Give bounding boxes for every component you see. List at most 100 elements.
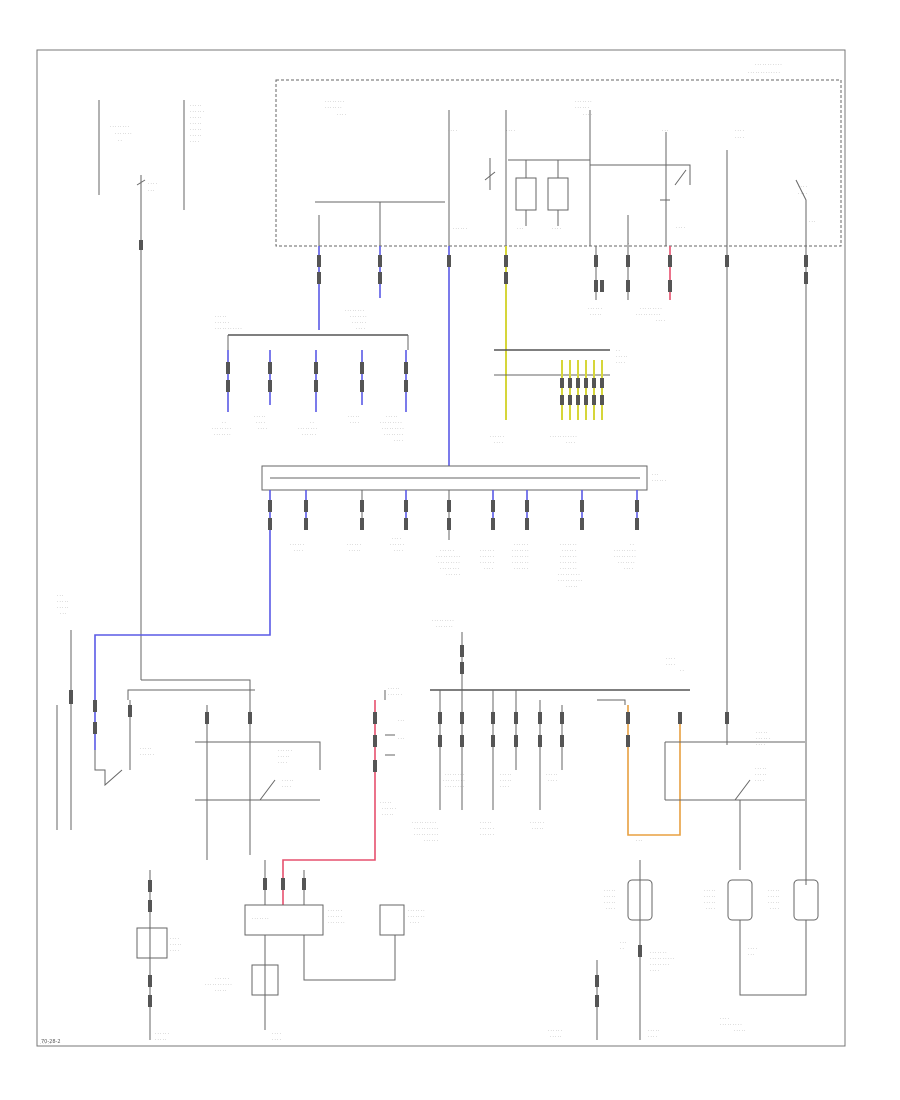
svg-text:· · · ·: · · · · (650, 968, 659, 973)
svg-text:· · · · · · ·: · · · · · · · (575, 99, 592, 104)
svg-text:· · · · · · ·: · · · · · · · (408, 914, 425, 919)
svg-text:· · · ·: · · · · (735, 135, 744, 140)
svg-text:· · ·: · · · (636, 838, 642, 843)
svg-text:· · · · · ·: · · · · · · (480, 832, 494, 837)
svg-text:· · · · ·: · · · · · (704, 894, 715, 899)
svg-text:· · · · · ·: · · · · · · (652, 478, 666, 483)
svg-text:· · · · · ·: · · · · · · (575, 105, 589, 110)
svg-text:· · · · · · · · · · ·: · · · · · · · · · · · (205, 982, 232, 987)
svg-text:· · · · · ·: · · · · · · (562, 548, 576, 553)
svg-text:· · · ·: · · · · (798, 184, 807, 189)
svg-text:· · ·: · · · (748, 952, 754, 957)
svg-text:· · · · ·: · · · · · (768, 900, 779, 905)
svg-text:· · · · ·: · · · · · (604, 900, 615, 905)
svg-text:· · · · ·: · · · · · (388, 686, 399, 691)
svg-text:· · · ·: · · · · (410, 920, 419, 925)
svg-text:· · · · · · · ·: · · · · · · · · (650, 962, 669, 967)
svg-text:· · · · · · · ·: · · · · · · · · (110, 124, 129, 129)
svg-text:· · · · · ·: · · · · · · (215, 320, 229, 325)
svg-text:· · · · · · · · ·: · · · · · · · · · (614, 554, 636, 559)
svg-text:· · · · · ·: · · · · · · (290, 542, 304, 547)
svg-text:· ·: · · (630, 542, 634, 547)
svg-text:· · · · ·: · · · · · (382, 812, 393, 817)
svg-text:· · · · · ·: · · · · · · (215, 976, 229, 981)
svg-text:· · · ·: · · · · (278, 760, 287, 765)
svg-text:· · · · · · ·: · · · · · · · (115, 131, 132, 136)
svg-text:· · · ·: · · · · (350, 420, 359, 425)
svg-text:· · · · ·: · · · · · (590, 312, 601, 317)
svg-text:· · · · · ·: · · · · · · (328, 908, 342, 913)
svg-text:· · · · ·: · · · · · (190, 121, 201, 126)
svg-text:· · · · · ·: · · · · · · (328, 914, 342, 919)
svg-text:· · · · ·: · · · · · (380, 800, 391, 805)
svg-text:· · · · ·: · · · · · (282, 778, 293, 783)
lower-right-section: · · · · · · · · · · · · · · · · · · · · … (548, 699, 819, 1040)
svg-text:· · · · · · · · · ·: · · · · · · · · · · (558, 578, 582, 583)
svg-text:· · · · · · ·: · · · · · · · (350, 314, 367, 319)
svg-text:· · · ·: · · · · (616, 360, 625, 365)
svg-text:· · ·: · · · (398, 718, 404, 723)
svg-text:· · · ·: · · · · (392, 536, 401, 541)
svg-text:· · · ·: · · · · (706, 906, 715, 911)
svg-text:· · · · · · · · ·: · · · · · · · · · (720, 1022, 742, 1027)
svg-text:· · · · · ·: · · · · · · (480, 554, 494, 559)
svg-text:· · · · · · · · · · · · ·: · · · · · · · · · · · · · (748, 70, 780, 75)
svg-text:· · · · · ·: · · · · · · (548, 1028, 562, 1033)
main-bus: · · · · · · · · · · · · · · · · · · · · … (94, 465, 666, 750)
svg-text:· · · · · ·: · · · · · · (480, 826, 494, 831)
svg-text:· · · · ·: · · · · · (704, 900, 715, 905)
svg-text:· · · ·: · · · · (272, 1031, 281, 1036)
svg-text:· · · ·: · · · · (148, 181, 157, 186)
svg-text:· · · · · ·: · · · · · · (588, 306, 602, 311)
svg-text:· · · ·: · · · · (506, 128, 515, 133)
svg-text:· · · · · · · · · · ·: · · · · · · · · · · · (215, 326, 242, 331)
svg-text:· · ·: · · · (652, 472, 658, 477)
svg-text:· · · · · · ·: · · · · · · · (328, 920, 345, 925)
svg-text:· · · · ·: · · · · · (500, 778, 511, 783)
svg-text:· · · · · · ·: · · · · · · · (512, 554, 529, 559)
svg-text:· · · ·: · · · · (272, 1037, 281, 1042)
svg-text:· · · · · · · ·: · · · · · · · · (445, 784, 464, 789)
svg-text:· · · · ·: · · · · · (550, 1034, 561, 1039)
svg-text:· · · · · · · ·: · · · · · · · · (212, 426, 231, 431)
svg-text:· ·: · · (680, 668, 684, 673)
svg-text:· · · ·: · · · · (170, 936, 179, 941)
svg-text:· · · ·: · · · · (337, 112, 346, 117)
svg-text:· · ·: · · · (809, 219, 815, 224)
svg-text:· · · ·: · · · · (494, 440, 503, 445)
svg-text:· · · · ·: · · · · · (215, 988, 226, 993)
svg-text:· · · · · · ·: · · · · · · · (436, 624, 453, 629)
svg-text:· · · · · · · ·: · · · · · · · · (445, 772, 464, 777)
svg-text:· · · · ·: · · · · · (140, 746, 151, 751)
svg-text:· · · · · ·: · · · · · · (352, 320, 366, 325)
svg-text:· · · · · · · · · · ·: · · · · · · · · · · · (550, 434, 577, 439)
svg-text:· · · ·: · · · · (294, 548, 303, 553)
svg-text:· · · · · ·: · · · · · · (440, 548, 454, 553)
svg-text:· · · ·: · · · · (648, 1034, 657, 1039)
svg-text:· · · · · · · ·: · · · · · · · · (298, 426, 317, 431)
svg-text:· · · · · ·: · · · · · · (302, 432, 316, 437)
svg-text:· · · ·: · · · · (666, 656, 675, 661)
svg-text:· · · · · · · · · ·: · · · · · · · · · · (414, 826, 438, 831)
svg-text:· · ·: · · · (517, 226, 523, 231)
svg-text:· · · · · ·: · · · · · · (530, 820, 544, 825)
svg-text:· · · · ·: · · · · · (616, 354, 627, 359)
svg-text:· · · · ·: · · · · · (190, 103, 201, 108)
svg-text:· · · ·: · · · · (770, 906, 779, 911)
svg-text:· · · · · · ·: · · · · · · · (650, 950, 667, 955)
splice-group-upper: · · · · · · · · · · · · · · · · · · · · … (212, 308, 409, 443)
svg-text:· · · · · · · · ·: · · · · · · · · · (558, 572, 580, 577)
svg-text:· · · ·: · · · · (548, 778, 557, 783)
svg-text:· · · · · ·: · · · · · · (446, 572, 460, 577)
svg-text:· · · · ·: · · · · · (604, 894, 615, 899)
svg-text:· · · · · · ·: · · · · · · · (252, 916, 269, 921)
svg-text:· · ·: · · · (398, 736, 404, 741)
svg-text:· · ·: · · · (148, 188, 154, 193)
svg-text:· · · · · · · · · ·: · · · · · · · · · · (436, 554, 460, 559)
svg-text:· · · · · · ·: · · · · · · · (512, 560, 529, 565)
svg-text:· · · · · ·: · · · · · · (514, 566, 528, 571)
svg-text:· · · ·: · · · · (720, 1016, 729, 1021)
svg-text:· · · · · ·: · · · · · · (278, 748, 292, 753)
svg-text:· · · ·: · · · · (356, 326, 365, 331)
svg-text:· · · · ·: · · · · · (768, 894, 779, 899)
